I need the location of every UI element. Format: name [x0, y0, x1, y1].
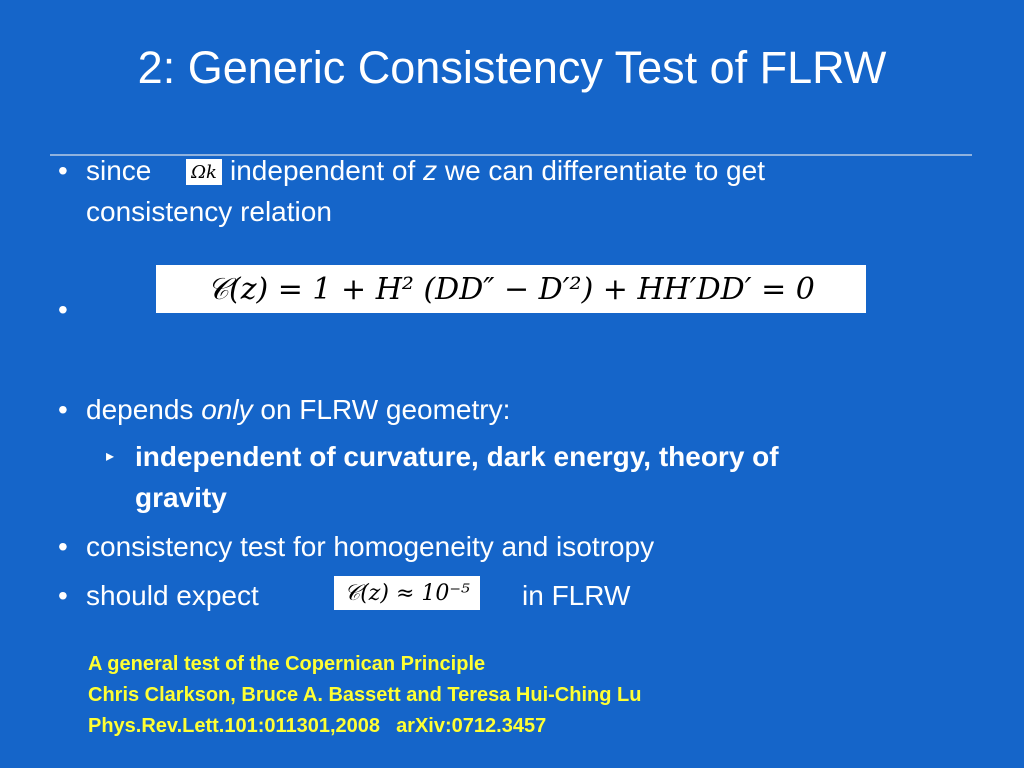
bullet-5-prefix: should expect: [86, 580, 259, 611]
slide-title: 2: Generic Consistency Test of FLRW: [137, 42, 887, 93]
omega-k-formula: Ωk: [186, 159, 222, 185]
bullet-marker: •: [58, 394, 68, 425]
bullet-1-text: independent of z we can differentiate to…: [230, 157, 765, 185]
sub-bullet-line-1: independent of curvature, dark energy, t…: [135, 441, 779, 472]
reference-journal: Phys.Rev.Lett.101:011301,2008: [88, 715, 381, 737]
bullet-3-text: depends only on FLRW geometry:: [86, 396, 510, 424]
bullet-1-text-a: independent of: [230, 155, 424, 186]
bullet-3-before: depends: [86, 394, 202, 425]
consistency-equation: 𝒞(z) = 1 + H² (DD″ − D′²) + HH′DD′ = 0: [156, 265, 866, 313]
reference-authors: Chris Clarkson, Bruce A. Bassett and Ter…: [88, 684, 642, 706]
bullet-5-suffix: in FLRW: [522, 580, 631, 611]
bullet-marker: •: [58, 580, 68, 611]
sub-bullet-arrow-icon: ▸: [106, 448, 115, 465]
bullet-1-prefix: since: [86, 155, 152, 186]
reference-title: A general test of the Copernican Princip…: [88, 653, 486, 675]
bullet-1-text-b: we can differentiate to get: [437, 155, 765, 186]
reference-arxiv: arXiv:0712.3457: [396, 715, 547, 737]
reference-citation: Phys.Rev.Lett.101:011301,2008 arXiv:0712.…: [88, 716, 546, 736]
title-divider: [50, 154, 972, 156]
bullet-4-text: consistency test for homogeneity and iso…: [86, 531, 655, 562]
bullet-marker: •: [58, 531, 68, 562]
expectation-formula: 𝒞(z) ≈ 10⁻⁵: [334, 576, 480, 610]
bullet-marker: •: [58, 155, 68, 186]
bullet-3-emph: only: [201, 394, 253, 425]
sub-bullet-line-2: gravity: [135, 482, 227, 513]
bullet-marker: •: [58, 294, 68, 325]
bullet-1-line-2: consistency relation: [86, 196, 332, 227]
bullet-1-var-z: z: [423, 155, 438, 186]
bullet-3-after: on FLRW geometry:: [252, 394, 511, 425]
